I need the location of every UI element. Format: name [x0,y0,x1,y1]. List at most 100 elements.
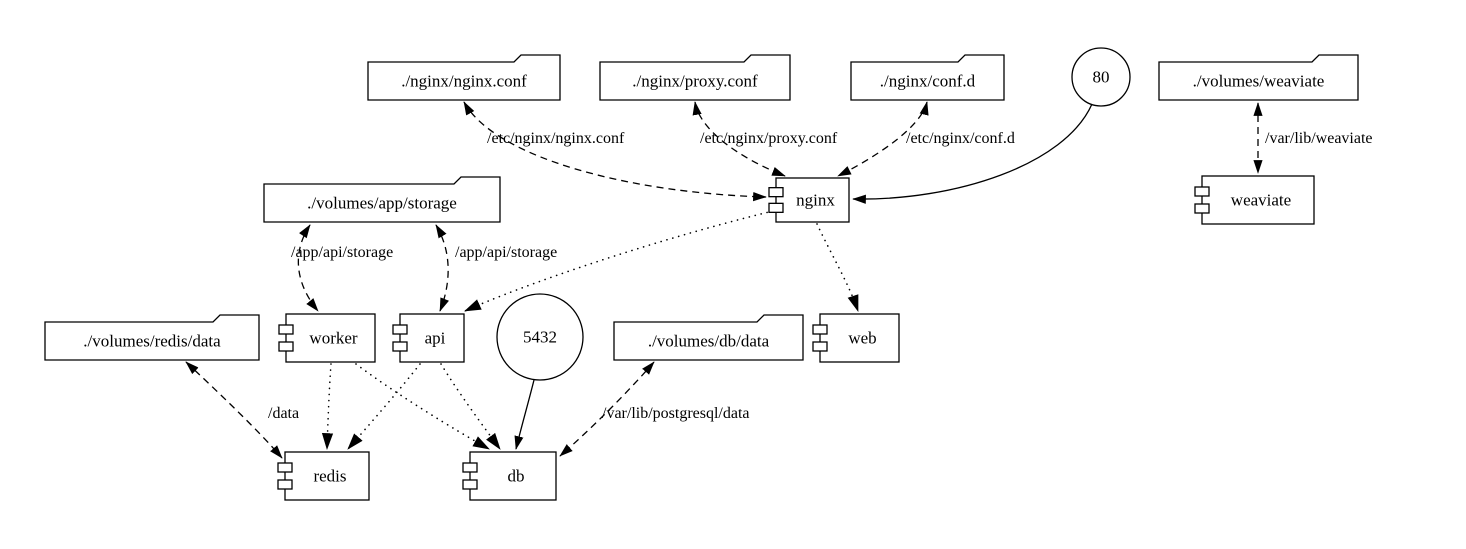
edge-label: /etc/nginx/conf.d [906,130,1015,147]
node-service-weaviate: weaviate [1194,175,1315,225]
node-label-volume-app-storage: ./volumes/app/storage [307,194,457,213]
component-tab-icon [462,462,478,473]
edge-service-worker--service-redis [321,363,334,451]
node-label-service-worker: worker [309,329,357,348]
edge-volume-weaviate--service-weaviate: /var/lib/weaviate [1253,102,1373,174]
node-port-5432: 5432 [496,293,584,381]
component-box [399,313,465,363]
node-label-service-api: api [425,329,446,348]
node-volume-nginx-proxy-conf: ./nginx/proxy.conf [599,54,791,101]
node-label-service-web: web [848,329,876,348]
node-service-db: db [462,451,557,501]
dashed-edge-line [297,224,319,312]
node-volume-db-data: ./volumes/db/data [613,314,804,361]
node-label-service-redis: redis [313,467,346,486]
node-port-80: 80 [1071,47,1131,107]
node-volume-weaviate: ./volumes/weaviate [1158,54,1359,101]
node-label-port-80: 80 [1093,68,1110,87]
folder-icon [263,176,501,223]
dotted-edge-line [816,223,859,313]
node-volume-app-storage: ./volumes/app/storage [263,176,501,223]
edge-port-5432--service-db [514,379,535,450]
component-tab-icon [278,324,294,335]
folder-icon [599,54,791,101]
edge-volume-db-data--service-db: /var/lib/postgresql/data [559,361,750,457]
dotted-edge-line [440,363,501,450]
component-tab-icon [1194,203,1210,214]
edge-label: /app/api/storage [291,244,393,261]
port-circle [496,293,584,381]
node-label-volume-nginx-proxy-conf: ./nginx/proxy.conf [632,72,758,91]
edge-volume-nginx-proxy-conf--service-nginx: /etc/nginx/proxy.conf [692,101,838,177]
edge-service-worker--service-db [355,363,490,450]
edge-label: /etc/nginx/nginx.conf [487,130,625,147]
component-tab-icon [392,324,408,335]
node-label-service-nginx: nginx [796,191,835,210]
component-box [775,177,850,223]
node-volume-nginx-conf-d: ./nginx/conf.d [850,54,1005,101]
edge-service-nginx--service-api [464,210,774,312]
component-tab-icon [768,187,784,198]
nodes: ./nginx/nginx.conf ./nginx/proxy.conf ./ng… [44,47,1359,501]
node-volume-redis-data: ./volumes/redis/data [44,314,260,361]
node-label-volume-nginx-conf-d: ./nginx/conf.d [880,72,976,91]
edge-port-80--service-nginx [852,103,1093,204]
edges: /etc/nginx/nginx.conf/etc/nginx/proxy.co… [185,101,1373,459]
component-tab-icon [768,202,784,213]
folder-icon [367,54,561,101]
component-tab-icon [277,479,293,490]
component-box [469,451,557,501]
dotted-edge-line [347,363,421,450]
edge-label: /var/lib/postgresql/data [602,405,750,422]
edge-service-nginx--service-web [816,223,859,313]
component-box [284,451,370,501]
component-tab-icon [462,479,478,490]
dotted-edge-line [355,363,490,450]
dashed-edge-line [185,361,283,459]
node-label-service-db: db [508,467,525,486]
edge-volume-app-storage--service-api: /app/api/storage [435,224,557,312]
dashed-edge-line [559,361,655,457]
edge-label: /data [268,405,299,422]
node-service-worker: worker [278,313,376,363]
folder-icon [44,314,260,361]
node-service-redis: redis [277,451,370,501]
component-tab-icon [392,341,408,352]
component-tab-icon [277,462,293,473]
edge-service-api--service-redis [347,363,421,450]
dashed-edge-line [837,101,929,177]
node-service-nginx: nginx [768,177,850,223]
node-label-volume-weaviate: ./volumes/weaviate [1193,72,1325,91]
dashed-edge-line [692,101,786,177]
edge-volume-redis-data--service-redis: /data [185,361,299,459]
node-volume-nginx-nginx-conf: ./nginx/nginx.conf [367,54,561,101]
component-tab-icon [278,341,294,352]
solid-edge-line [852,103,1093,204]
port-circle [1071,47,1131,107]
folder-icon [850,54,1005,101]
component-box [1201,175,1315,225]
node-label-port-5432: 5432 [523,328,557,347]
component-tab-icon [1194,186,1210,197]
solid-edge-line [514,379,535,450]
dotted-edge-line [464,210,774,312]
node-service-web: web [812,313,900,363]
edge-label: /var/lib/weaviate [1265,130,1373,147]
dashed-edge-line [435,224,449,312]
node-service-api: api [392,313,465,363]
folder-icon [1158,54,1359,101]
component-box [285,313,376,363]
component-box [819,313,900,363]
node-label-volume-db-data: ./volumes/db/data [648,332,770,351]
edge-service-api--service-db [440,363,501,450]
edge-label: /etc/nginx/proxy.conf [700,130,838,147]
edge-label: /app/api/storage [455,244,557,261]
node-label-volume-nginx-nginx-conf: ./nginx/nginx.conf [401,72,527,91]
node-label-service-weaviate: weaviate [1231,191,1291,210]
edge-volume-app-storage--service-worker: /app/api/storage [291,224,393,312]
edge-volume-nginx-conf-d--service-nginx: /etc/nginx/conf.d [837,101,1015,177]
folder-icon [613,314,804,361]
edge-volume-nginx-nginx-conf--service-nginx: /etc/nginx/nginx.conf [463,101,767,202]
